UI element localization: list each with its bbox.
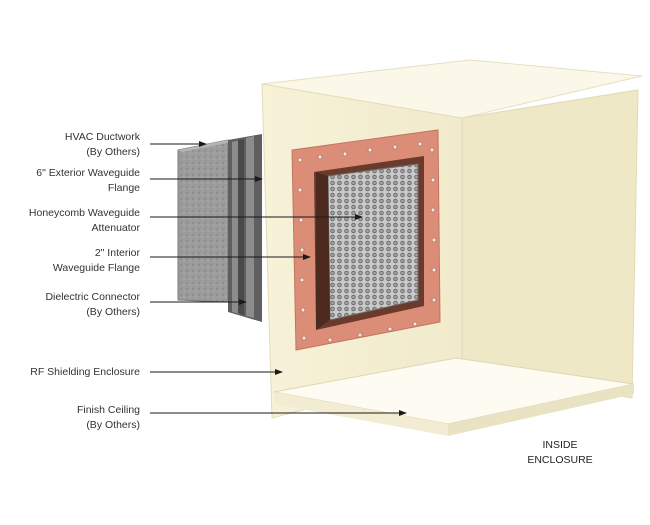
finish-ceiling [273, 357, 635, 436]
label-finish-ceiling: Finish Ceiling(By Others) [76, 404, 140, 431]
hvac-ductwork [177, 139, 232, 303]
honeycomb-attenuator [316, 163, 419, 330]
label-hvac-ductwork: HVAC Ductwork(By Others) [64, 131, 140, 158]
leader-lines [150, 141, 407, 416]
label-rf-shielding-enclosure: RF Shielding Enclosure [30, 366, 140, 378]
enclosure-right-panel [461, 89, 639, 399]
dielectric-connector [228, 134, 262, 322]
flange-bolts [297, 141, 437, 343]
label-dielectric-connector: Dielectric Connector(By Others) [45, 291, 140, 318]
